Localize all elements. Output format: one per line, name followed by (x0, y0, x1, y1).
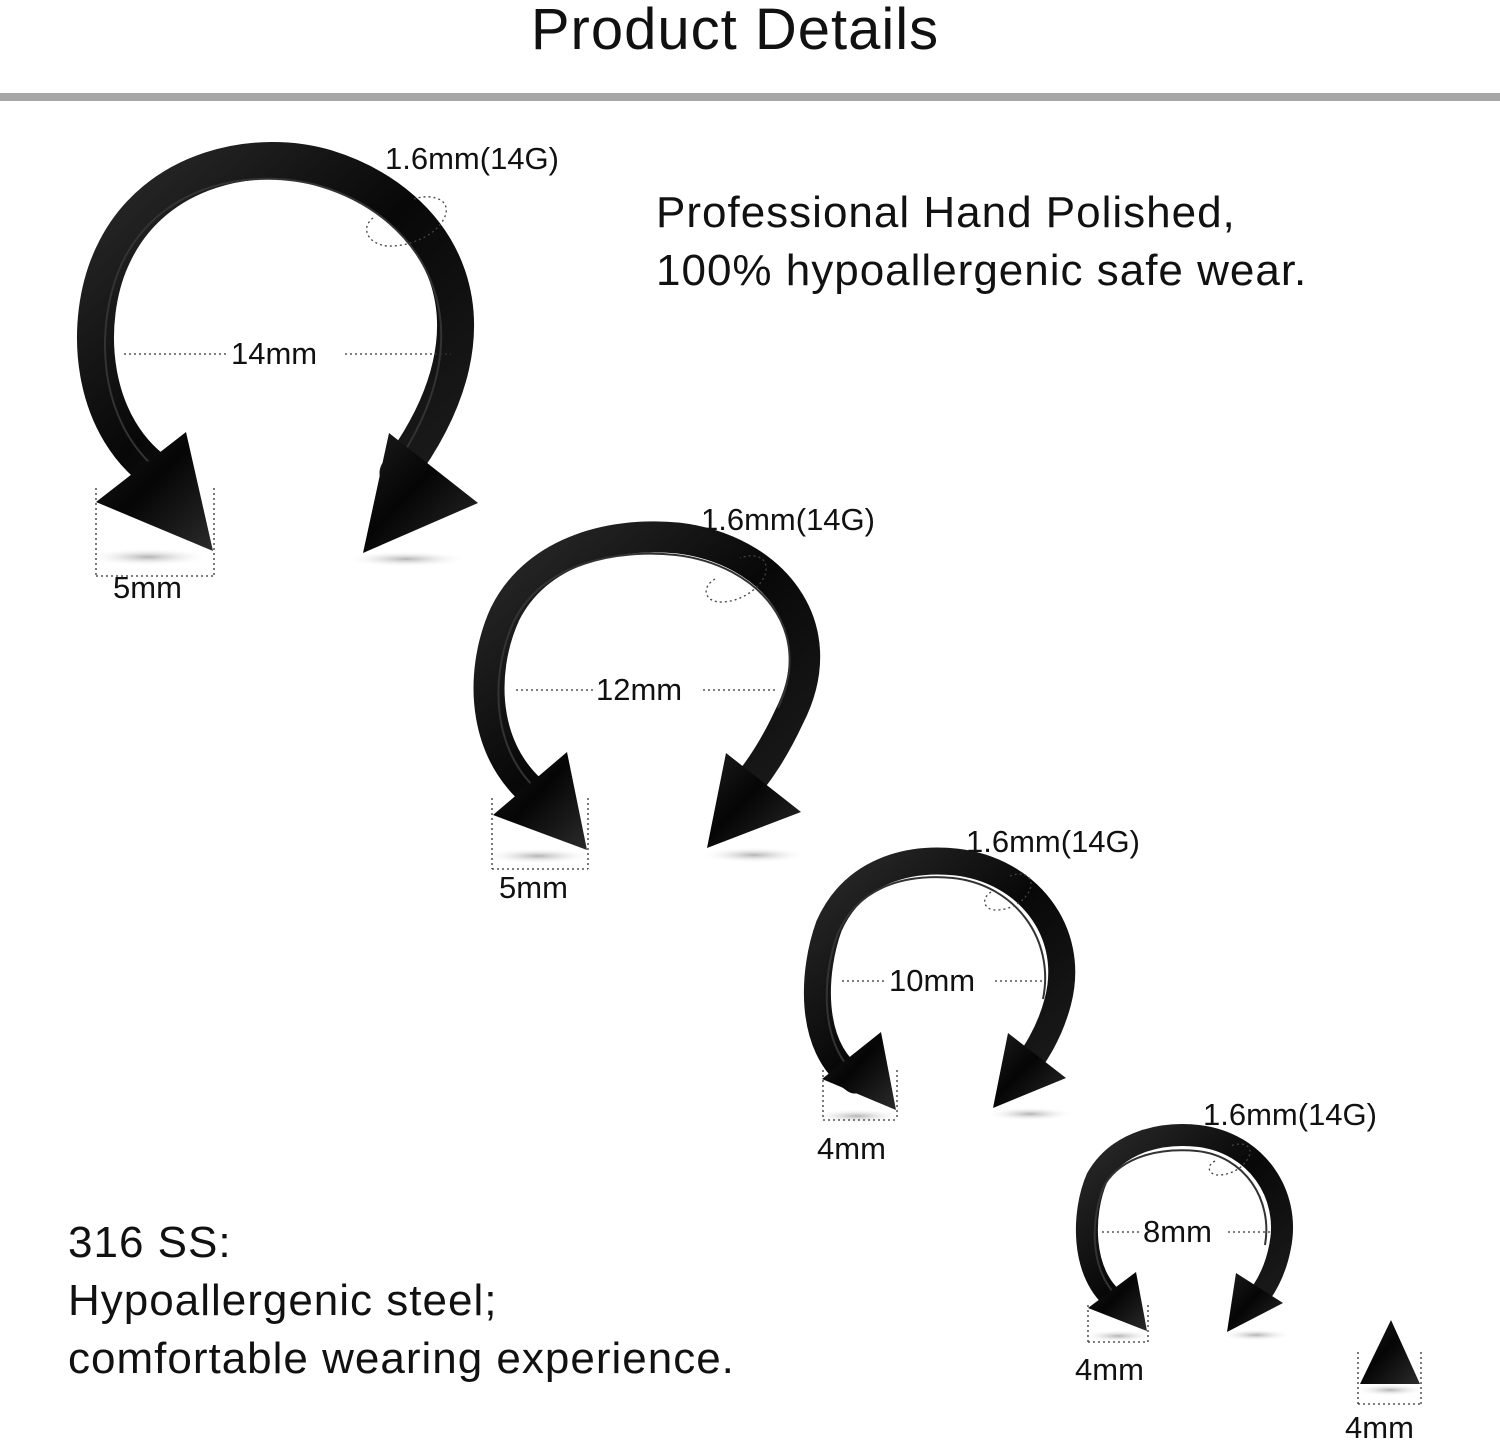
ring-14mm-right-spike (363, 433, 478, 553)
ring-14mm-gauge-label: 1.6mm(14G) (385, 141, 559, 176)
ring-12mm-spike-label: 5mm (499, 870, 568, 905)
bottom-description-line-2: Hypoallergenic steel; (68, 1276, 498, 1326)
ring-8mm-spike-label: 4mm (1075, 1352, 1144, 1387)
ring-8mm-diameter-label: 8mm (1143, 1214, 1212, 1249)
loose-spike: 4mm (1345, 1320, 1425, 1442)
ring-10mm-gauge-marker (984, 873, 1032, 911)
ring-8mm-gauge-label: 1.6mm(14G) (1203, 1097, 1377, 1132)
ring-10mm-spike-label: 4mm (817, 1131, 886, 1166)
loose-spike-shadow (1355, 1384, 1425, 1396)
ring-12mm-right-spike (707, 753, 801, 848)
ring-14mm-band (77, 142, 474, 497)
ring-10mm-band-inner-edge (825, 876, 1047, 1075)
ring-14mm: 14mm 1.6mm(14G) 5mm (77, 141, 559, 605)
ring-10mm-right-spike (993, 1033, 1066, 1108)
ring-12mm: 12mm 1.6mm(14G) 5mm (473, 502, 875, 905)
ring-12mm-gauge-marker (705, 555, 767, 603)
ring-8mm-band-inner-edge (1093, 1149, 1268, 1297)
ring-10mm-diameter-label: 10mm (889, 963, 975, 998)
ring-12mm-diameter-label: 12mm (596, 672, 682, 707)
ring-12mm-left-spike (493, 752, 587, 850)
ring-12mm-left-shadow (483, 848, 593, 864)
loose-spike-label: 4mm (1345, 1410, 1414, 1442)
ring-14mm-right-shadow (344, 551, 468, 567)
ring-14mm-left-shadow (86, 548, 210, 566)
ring-12mm-band-inner-edge (497, 552, 791, 801)
ring-10mm-band (803, 847, 1076, 1096)
ring-12mm-band (473, 521, 821, 822)
loose-spike-cone (1360, 1320, 1420, 1384)
ring-8mm-band (1075, 1124, 1293, 1318)
ring-14mm-left-spike (96, 432, 213, 551)
header-divider (0, 93, 1500, 101)
page-title: Product Details (530, 0, 940, 62)
ring-10mm-left-spike (822, 1032, 896, 1110)
top-description-line-2: 100% hypoallergenic safe wear. (656, 246, 1308, 296)
top-description-line-1: Professional Hand Polished, (656, 188, 1236, 237)
bottom-description: 316 SS: Hypoallergenic steel; comfortabl… (68, 1214, 888, 1388)
ring-8mm-right-shadow (1220, 1329, 1292, 1341)
ring-10mm: 10mm 1.6mm(14G) 4mm (803, 824, 1140, 1166)
ring-14mm-band-inner-edge (104, 177, 443, 473)
ring-8mm-left-spike (1088, 1272, 1147, 1331)
bottom-description-line-1: 316 SS: (68, 1218, 232, 1267)
bottom-description-line-3: comfortable wearing experience. (68, 1334, 735, 1384)
ring-8mm: 8mm 1.6mm(14G) 4mm (1075, 1097, 1377, 1387)
ring-8mm-left-shadow (1082, 1330, 1154, 1342)
ring-14mm-spike-label: 5mm (113, 570, 182, 605)
ring-10mm-left-shadow (812, 1109, 902, 1123)
ring-8mm-right-spike (1227, 1273, 1283, 1332)
ring-8mm-gauge-marker (1208, 1143, 1251, 1176)
ring-12mm-gauge-label: 1.6mm(14G) (701, 502, 875, 537)
header: Product Details (0, 0, 1500, 101)
ring-10mm-right-shadow (985, 1107, 1075, 1121)
top-description: Professional Hand Polished, 100% hypoall… (656, 184, 1466, 300)
ring-14mm-gauge-marker (366, 196, 447, 247)
ring-10mm-gauge-label: 1.6mm(14G) (966, 824, 1140, 859)
ring-12mm-right-shadow (700, 847, 808, 863)
ring-14mm-diameter-label: 14mm (231, 336, 317, 371)
